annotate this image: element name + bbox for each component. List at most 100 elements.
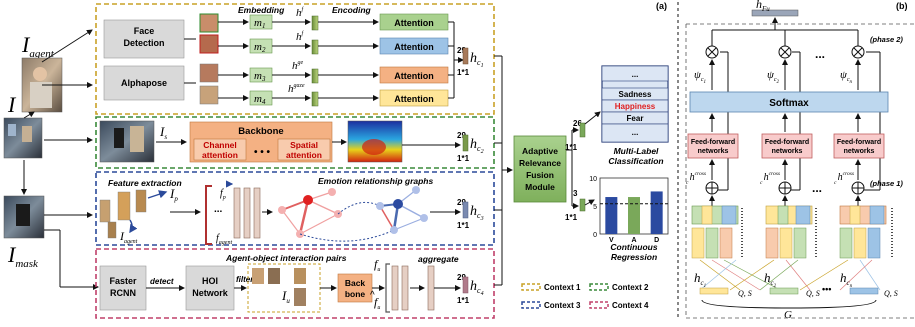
graph-red — [278, 188, 342, 238]
spatial-label-2: attention — [286, 150, 322, 160]
pose-crop-2 — [199, 85, 219, 105]
svg-text:^: ^ — [370, 290, 375, 301]
context-4: Agent-object interaction pairs Faster RC… — [95, 248, 495, 319]
ff-n-label-1: Feed-forward — [837, 139, 881, 146]
graph-blue — [376, 186, 428, 234]
mlc-title-2: Classification — [608, 156, 663, 166]
backbone-label: Backbone — [238, 126, 283, 137]
fusion-label-2: Relevance — [519, 158, 561, 168]
context-2: Is Backbone Channel attention • • • Spat… — [95, 116, 495, 169]
c1-dims-29: 29 — [457, 46, 466, 55]
fu-stack-1 — [391, 265, 399, 311]
channel-label-1: Channel — [203, 140, 237, 150]
is-label: Is — [159, 124, 167, 141]
legend-swatch-2 — [589, 283, 609, 291]
fusion-label-4: Module — [525, 182, 555, 192]
panel-a-label: (a) — [656, 1, 667, 11]
encoding-label: Encoding — [332, 5, 372, 15]
scene-input-photo — [99, 120, 155, 163]
c3-dims-29: 29 — [457, 198, 466, 207]
c4-dims-29: 29 — [457, 273, 466, 282]
panel-b: (b) hFu (phase 2) (phase 1) ψc1 ψc2 ... — [685, 0, 914, 321]
alphapose-label: Alphapose — [121, 78, 167, 88]
channel-label-2: attention — [202, 150, 238, 160]
attention-1-label: Attention — [394, 18, 434, 28]
fu-label: fu — [374, 257, 380, 273]
ff-box-2 — [761, 133, 813, 159]
legend-label-1: Context 1 — [544, 283, 581, 292]
graphs-label: Emotion relationship graphs — [318, 176, 434, 186]
m2-label: m2 — [254, 41, 266, 54]
reg-dims-3: 3 — [573, 189, 578, 198]
bar-d — [650, 191, 663, 234]
panel-b-columns: ψc1 ψc2 ... ψcn Softmax — [686, 30, 889, 206]
ff-1-label-1: Feed-forward — [691, 139, 735, 146]
h-fu-block — [751, 9, 799, 17]
feature-stack-3 — [253, 187, 261, 239]
m3-label: m3 — [254, 70, 266, 83]
backbone4-label-1: Back — [345, 278, 366, 288]
b-dots-mid: ... — [812, 181, 822, 195]
i-scene-label: I — [7, 92, 17, 117]
c1-dims-11: 1*1 — [457, 68, 470, 77]
faster-label-2: RCNN — [110, 288, 136, 298]
legend-label-3: Context 3 — [544, 301, 581, 310]
reg-vector — [579, 198, 586, 212]
legend-swatch-1 — [521, 283, 541, 291]
context-1: Embedding Encoding Face Detection Alphap… — [95, 3, 495, 115]
mlc-item-4-label: ... — [632, 128, 639, 137]
mlc-list: ... Sadness Happiness Fear ... — [601, 65, 669, 143]
c4-dims-11: 1*1 — [457, 296, 470, 305]
hoi-label-1: HOI — [202, 276, 218, 286]
context-3-frame — [95, 171, 495, 246]
face-detection-label-2: Detection — [123, 38, 164, 48]
mlc-dims-11: 1*1 — [565, 143, 578, 152]
hcn-b-label: hcn — [840, 270, 853, 289]
g-label: G — [784, 309, 792, 321]
y-tick-label: 0 — [593, 232, 597, 239]
channel-attention-box — [193, 138, 247, 161]
vec-2 — [311, 39, 319, 55]
filter-label: filter — [236, 275, 254, 284]
mlc-item-2-label: Happiness — [615, 102, 656, 111]
ff-1-label-2: networks — [698, 148, 729, 155]
hc2-vector — [462, 134, 469, 152]
softmax-label: Softmax — [769, 98, 809, 109]
x-tick-label: D — [654, 237, 659, 244]
hc4-vector — [462, 276, 469, 294]
legend-label-4: Context 4 — [612, 301, 649, 310]
fagent-label: fagent — [216, 233, 232, 246]
aggregate-label: aggregate — [418, 254, 459, 264]
ip-label: Ip — [169, 186, 178, 203]
ff-n-label-2: networks — [844, 148, 875, 155]
i-agent-ctx3: Iagent — [119, 229, 138, 245]
fp-label: fp — [220, 188, 226, 201]
agg-stack — [427, 265, 435, 311]
hc4-label: hc4 — [470, 279, 484, 297]
m4-label: m4 — [254, 93, 266, 106]
h1-label: hf — [296, 6, 305, 19]
mlc-item-4 — [601, 123, 669, 143]
fusion-module-box — [513, 135, 567, 203]
spatial-attention-box — [277, 138, 331, 161]
hc2-label: hc2 — [470, 137, 484, 155]
mlc-title-1: Multi-Label — [614, 146, 659, 156]
reg-dims-11: 1*1 — [565, 213, 578, 222]
qs-2-label: Q, S — [806, 289, 820, 298]
context-1-rows: m1 m2 m3 m4 hf hf hge hgaze Attenti — [218, 6, 464, 107]
context-3: Feature extraction Iagent Ip ... fp fage… — [95, 171, 495, 246]
agent-crop-d — [107, 221, 117, 239]
spatial-label-1: Spatial — [290, 140, 318, 150]
mlc-item-3-label: Fear — [627, 114, 644, 123]
faster-label-1: Faster — [109, 276, 137, 286]
context-legend: Context 1 Context 2 Context 3 Context 4 — [521, 283, 649, 310]
feature-extraction-label: Feature extraction — [108, 178, 182, 188]
face-detection-label-1: Face — [134, 26, 155, 36]
regression-title-2: Regression — [611, 252, 657, 262]
h-fu-label: hFu — [756, 0, 770, 13]
iu-label: Iu — [281, 288, 290, 305]
attention-3-label: Attention — [394, 71, 434, 81]
